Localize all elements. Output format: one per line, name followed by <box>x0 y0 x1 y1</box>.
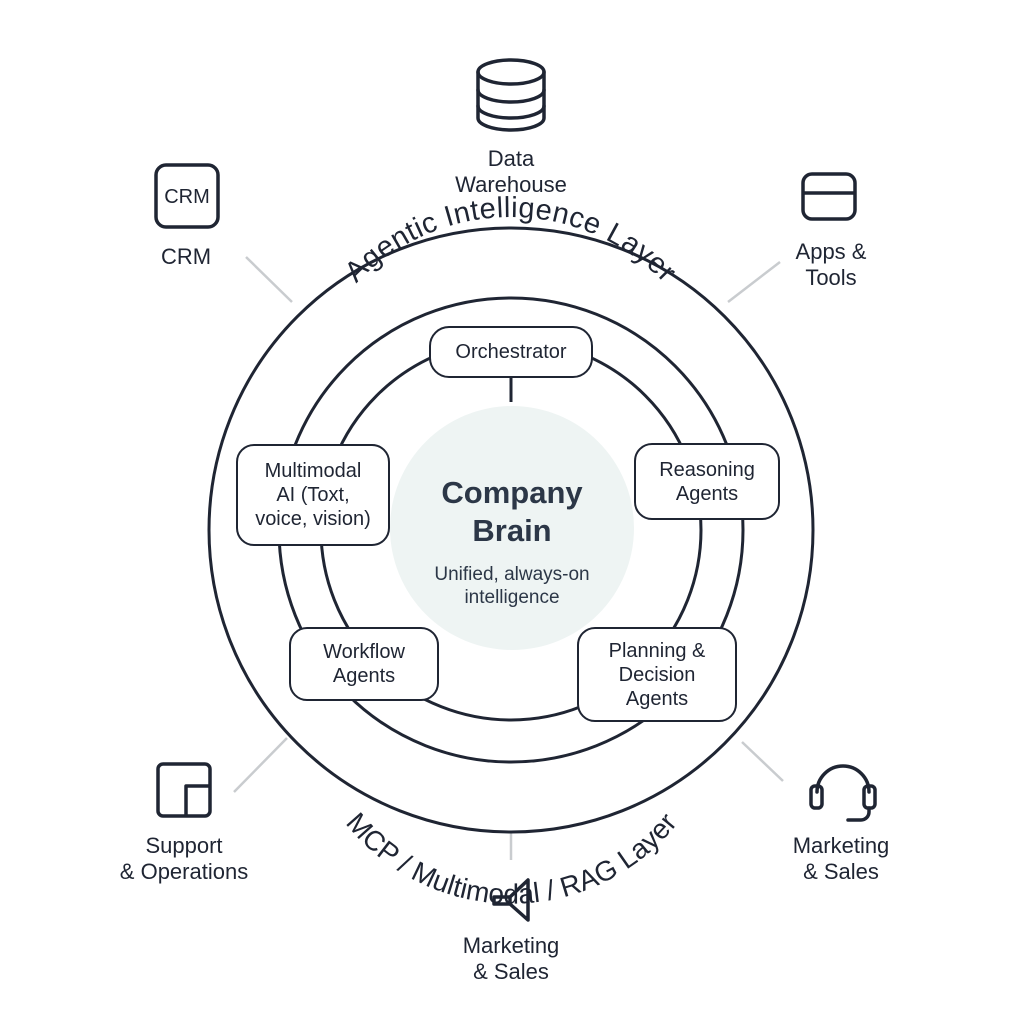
support-operations-label: Support & Operations <box>119 833 249 884</box>
workflow-agents-node[interactable]: Workflow Agents <box>289 627 439 701</box>
crm-label: CRM <box>160 244 212 269</box>
outer-ring <box>207 226 815 834</box>
database-icon <box>476 58 546 132</box>
orchestrator-node[interactable]: Orchestrator <box>429 326 593 378</box>
multimodal-ai-node[interactable]: Multimodal AI (Toxt, voice, vision) <box>236 444 390 546</box>
frame-icon <box>156 762 212 818</box>
company-brain-core <box>390 406 634 650</box>
megaphone-icon <box>492 878 530 922</box>
data-warehouse-label: Data Warehouse <box>455 146 567 197</box>
company-brain-title: Company Brain <box>441 475 583 548</box>
company-brain-subtitle: Unified, always-on intelligence <box>434 564 590 608</box>
connector-support-ops <box>233 737 288 793</box>
reasoning-agents-node[interactable]: Reasoning Agents <box>634 443 780 520</box>
planning-decision-agents-node[interactable]: Planning & Decision Agents <box>577 627 737 722</box>
headset-icon <box>809 764 877 822</box>
marketing-sales-bottom-label: Marketing & Sales <box>462 933 560 984</box>
agentic-layer-label: Agentic Intelligence Layer <box>339 192 683 288</box>
connector-apps-tools <box>727 261 781 303</box>
apps-tools-label: Apps & Tools <box>795 239 867 290</box>
marketing-sales-right-label: Marketing & Sales <box>792 833 890 884</box>
connector-lines <box>233 256 784 860</box>
connector-crm <box>245 256 293 303</box>
crm-icon-text: CRM <box>164 186 210 208</box>
crm-icon: CRM <box>154 163 220 229</box>
connector-marketing-right <box>741 741 784 782</box>
app-window-icon <box>801 172 857 221</box>
